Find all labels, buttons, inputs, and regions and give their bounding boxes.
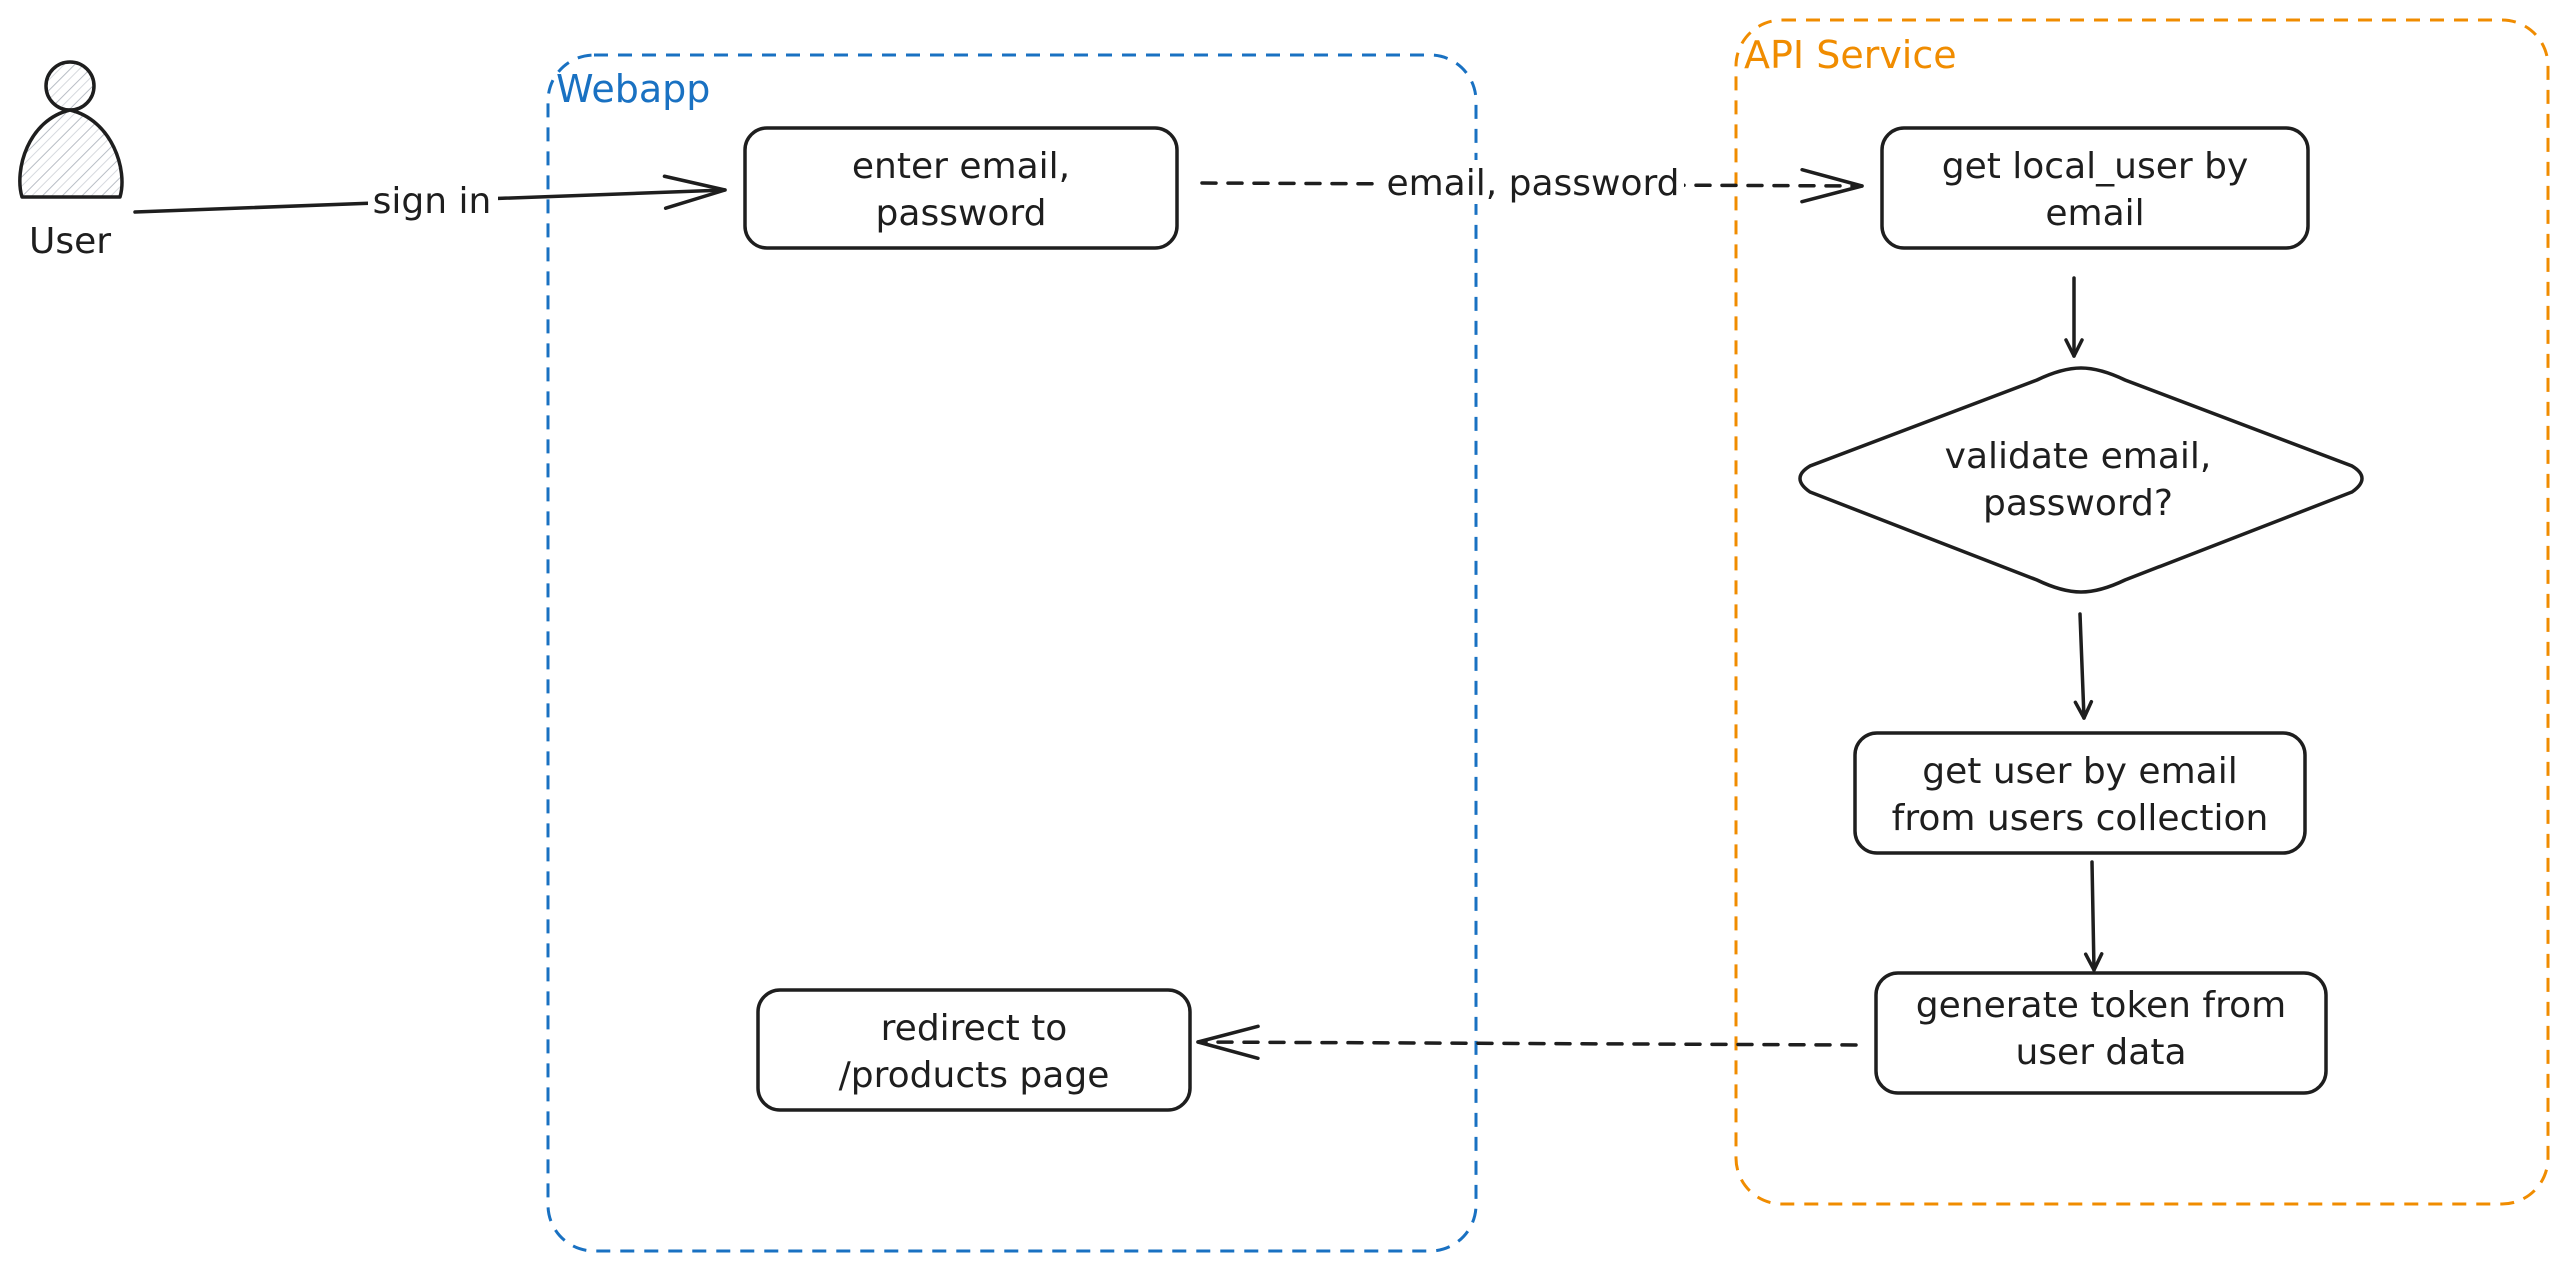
node-validate-decision: validate email, password?	[1798, 366, 2364, 594]
node-get-user-line-1: get user by email	[1922, 751, 2237, 792]
node-redirect: redirect to /products page	[756, 988, 1192, 1112]
api-lane: API Service	[1734, 18, 2550, 1206]
node-get-local-user-line-2: email	[2045, 193, 2144, 234]
node-enter-credentials: enter email, password	[743, 126, 1179, 250]
node-get-local-user-line-1: get local_user by	[1942, 146, 2249, 187]
node-enter-credentials-line-2: password	[876, 193, 1047, 234]
webapp-lane: Webapp	[546, 53, 1478, 1253]
node-generate-token-line-2: user data	[2015, 1032, 2186, 1073]
edge-sign-in-label: sign in	[373, 181, 492, 222]
node-validate-line-2: password?	[1983, 483, 2173, 524]
edge-sign-in: sign in	[133, 174, 727, 222]
node-redirect-line-1: redirect to	[881, 1008, 1068, 1049]
node-get-user-line-2: from users collection	[1892, 798, 2269, 839]
api-lane-title: API Service	[1744, 33, 1957, 77]
edge-email-password: email, password	[1200, 160, 1864, 204]
node-enter-credentials-line-1: enter email,	[852, 146, 1070, 187]
user-actor-label: User	[29, 221, 111, 262]
user-actor: User	[18, 60, 124, 262]
node-validate-line-1: validate email,	[1945, 436, 2212, 477]
edge-get-user-to-token	[2083, 860, 2104, 972]
node-get-user: get user by email from users collection	[1853, 731, 2307, 855]
node-generate-token: generate token from user data	[1874, 971, 2328, 1095]
webapp-lane-title: Webapp	[556, 67, 710, 111]
node-redirect-line-2: /products page	[839, 1055, 1110, 1096]
edge-token-to-redirect	[1196, 1024, 1858, 1061]
node-get-local-user: get local_user by email	[1880, 126, 2310, 250]
node-generate-token-line-1: generate token from	[1916, 985, 2286, 1026]
edge-validate-to-get-user	[2073, 612, 2094, 720]
person-icon	[18, 60, 124, 199]
edge-email-password-label: email, password	[1386, 163, 1679, 204]
